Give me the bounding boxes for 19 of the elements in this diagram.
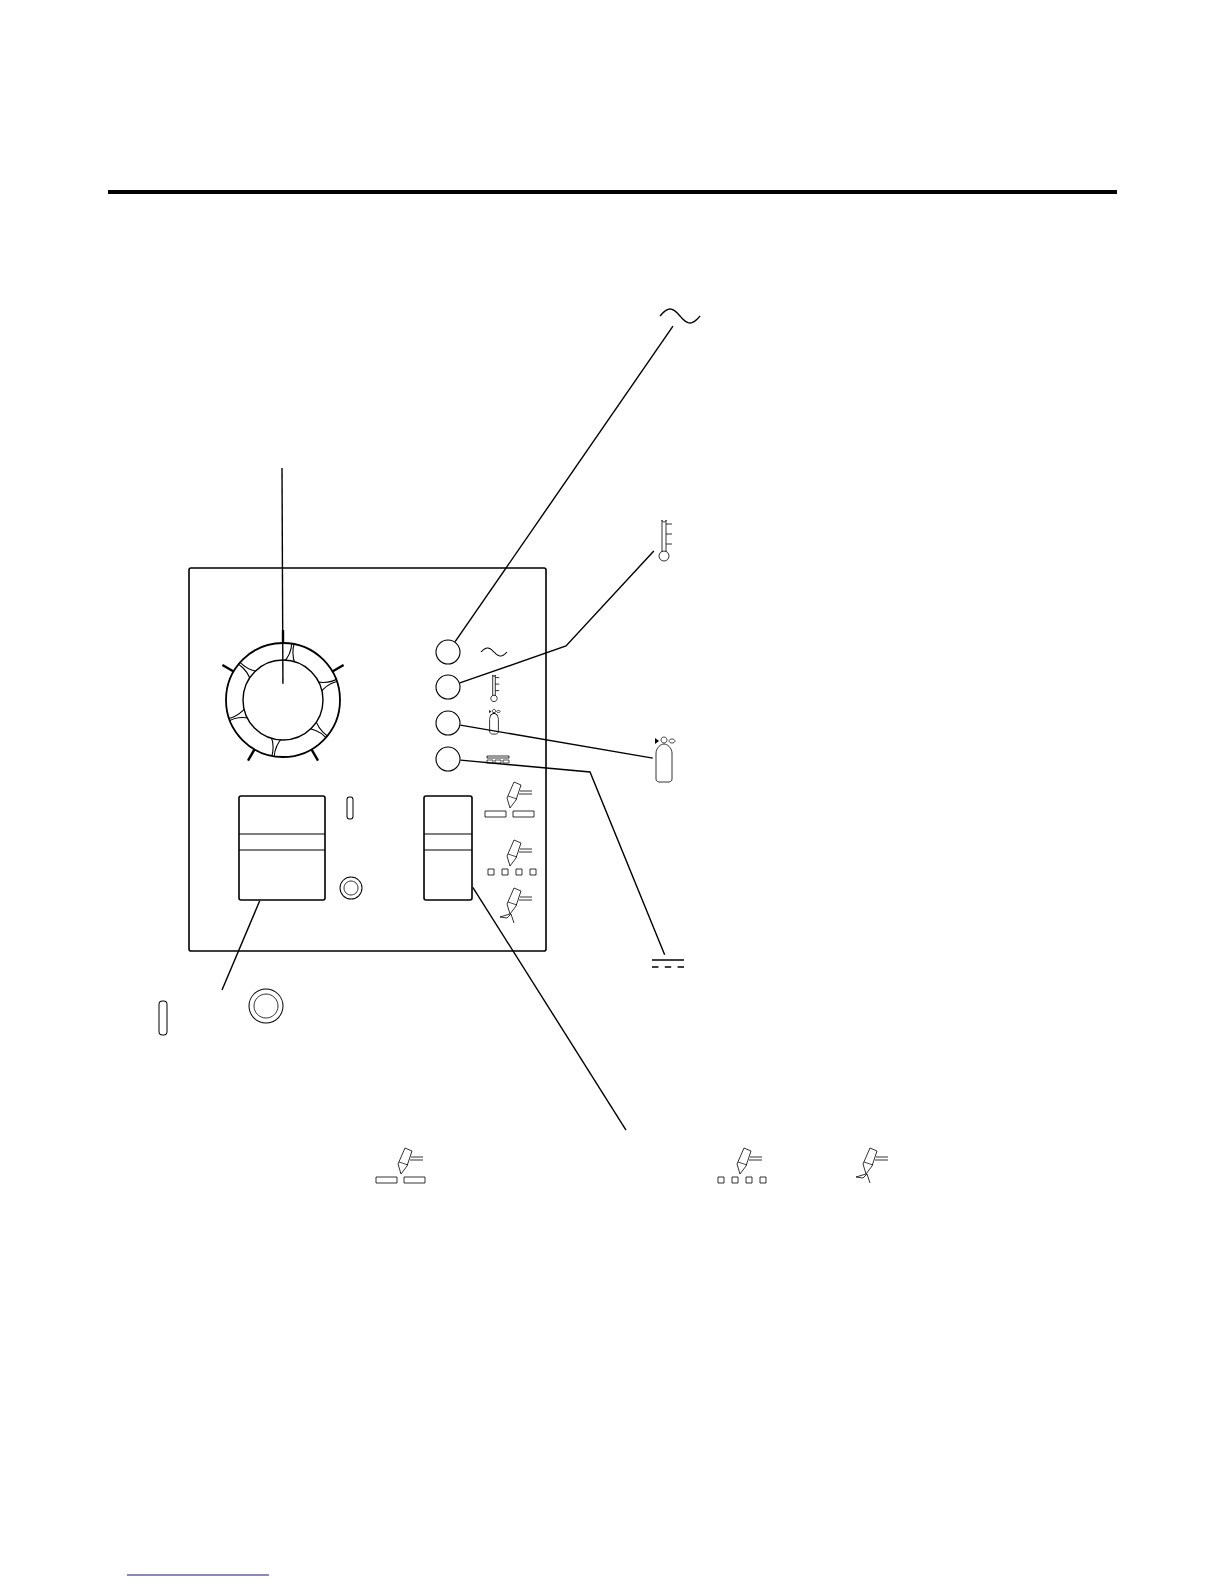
leader-line (454, 325, 674, 643)
indicator-lamp (435, 674, 461, 700)
dial-knob (221, 630, 345, 762)
indicator-lamp (435, 746, 461, 772)
indicator-lamp (435, 710, 461, 736)
rocker-switch (423, 795, 473, 901)
leader-line (472, 886, 627, 1131)
leader-line (459, 724, 654, 759)
direct-current-symbol (651, 959, 685, 968)
leader-line (459, 759, 666, 956)
thermometer-symbol (658, 519, 673, 562)
leader-line (459, 550, 655, 684)
indicator-lamp (435, 639, 461, 665)
control-panel (188, 567, 547, 952)
leader-line (281, 467, 284, 685)
gas-cylinder-symbol (655, 736, 676, 783)
rocker-switch (238, 795, 326, 901)
sine-symbol (659, 308, 701, 324)
leader-line (221, 900, 261, 991)
